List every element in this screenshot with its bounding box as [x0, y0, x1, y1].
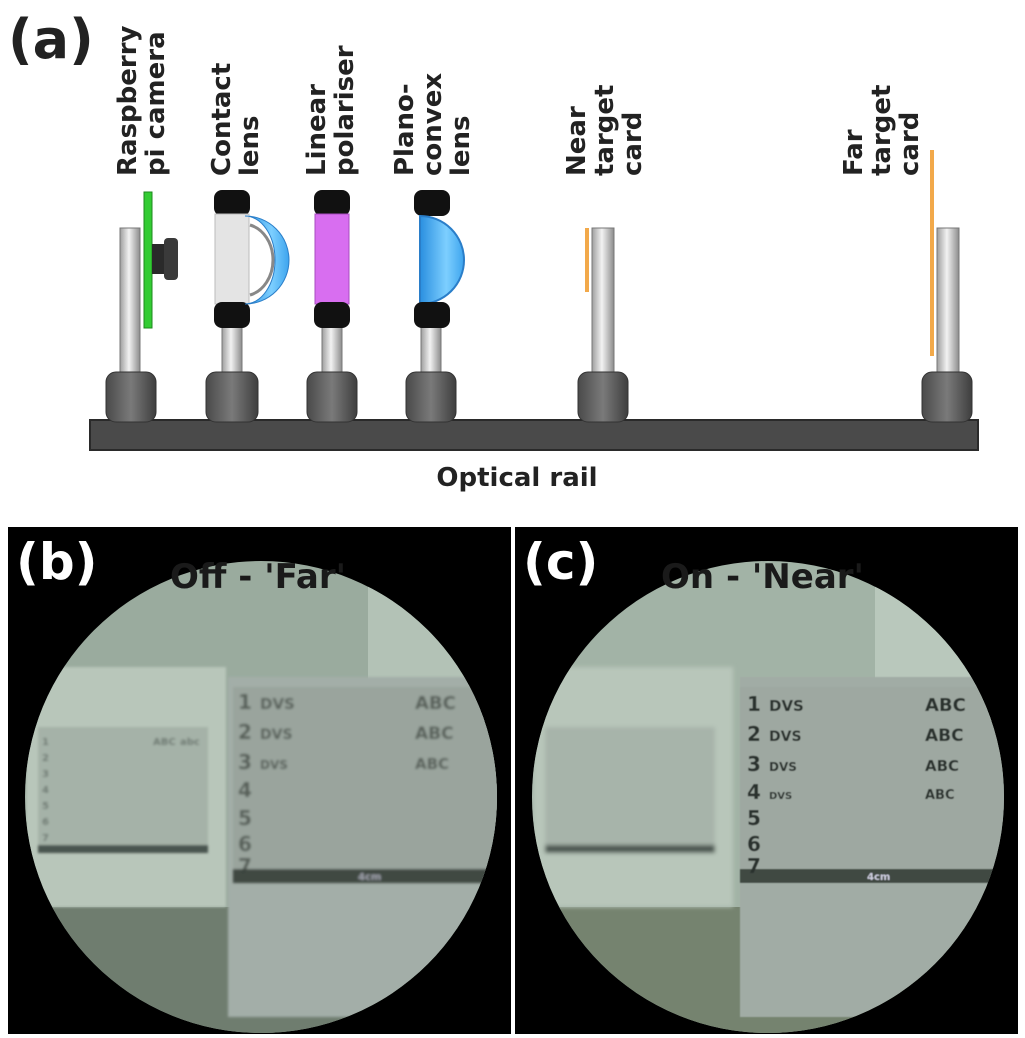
- far-card-row-7: 7: [42, 833, 49, 844]
- sharp-card-row-2: 2: [747, 722, 761, 746]
- label-camera-line1: Raspberry: [113, 25, 143, 176]
- optical-rail: [89, 419, 979, 451]
- near-card-dvs-3: DVS: [260, 758, 288, 772]
- sharp-card-row-6: 6: [747, 832, 761, 856]
- far-card-lower-1: abc: [180, 737, 200, 748]
- near-card-abc-3: ABC: [415, 755, 449, 773]
- label-far-line1: Far: [839, 129, 869, 176]
- near-card-row-1: 1: [238, 690, 252, 714]
- far-card-row-1: 1: [42, 737, 49, 748]
- near-card-dvs-1: DVS: [260, 695, 295, 713]
- near-card-scale: 4cm: [358, 872, 381, 883]
- near-card-row-6: 6: [238, 832, 252, 856]
- label-polariser-line1: Linear: [302, 84, 332, 176]
- post-near-card: [577, 227, 629, 423]
- optical-setup-diagram: (a) Raspberry pi camera Contact lens Lin…: [8, 8, 979, 493]
- far-card-abc-1: ABC: [153, 737, 176, 748]
- contact-lens-holder: [214, 190, 290, 328]
- near-card-dvs-2: DVS: [260, 727, 293, 743]
- sharp-card-scale: 4cm: [867, 872, 890, 883]
- sharp-card-abc-1: ABC: [925, 695, 966, 716]
- label-far-line3: card: [895, 112, 925, 176]
- label-near-line3: card: [618, 112, 648, 176]
- label-camera-line2: pi camera: [141, 31, 171, 176]
- sharp-card-dvs-4: DVS: [769, 791, 792, 802]
- label-planoconvex-line3: lens: [446, 115, 476, 176]
- near-card-row-3: 3: [238, 750, 252, 774]
- label-contact-line1: Contact: [207, 63, 237, 176]
- photo-b-scene: 1 2 3 4 5 6 7 ABC abc 1 DVS ABC 2 DVS AB…: [25, 561, 497, 1033]
- post-camera: [105, 227, 157, 423]
- near-card-abc-2: ABC: [415, 724, 454, 744]
- sharp-card-abc-3: ABC: [925, 757, 959, 775]
- label-far-line2: target: [867, 85, 897, 176]
- near-card-row-2: 2: [238, 720, 252, 744]
- label-polariser-line2: polariser: [330, 45, 360, 176]
- near-card-row-7: 7: [238, 854, 252, 878]
- label-contact-line2: lens: [235, 115, 265, 176]
- sharp-card-dvs-2: DVS: [769, 729, 802, 745]
- far-card-row-2: 2: [42, 753, 49, 764]
- sharp-card-abc-2: ABC: [925, 726, 964, 746]
- label-near-line1: Near: [562, 106, 592, 176]
- linear-polariser-holder: [314, 190, 350, 328]
- post-contact-lens: [205, 324, 259, 423]
- photo-c-scene: 1 DVS ABC 2 DVS ABC 3 DVS ABC 4 DVS ABC …: [532, 561, 1004, 1033]
- post-polariser: [306, 324, 358, 423]
- far-card-row-6: 6: [42, 817, 49, 828]
- sharp-card-row-1: 1: [747, 692, 761, 716]
- sharp-card-row-3: 3: [747, 752, 761, 776]
- far-card-row-3: 3: [42, 769, 49, 780]
- photo-panel-b: 1 2 3 4 5 6 7 ABC abc 1 DVS ABC 2 DVS AB…: [8, 527, 511, 1034]
- far-target-card: [930, 150, 934, 356]
- sharp-card-row-4: 4: [747, 780, 761, 804]
- near-card-row-4: 4: [238, 778, 252, 802]
- planoconvex-lens-holder: [414, 190, 465, 328]
- panel-a-tag: (a): [8, 8, 94, 71]
- near-target-card: [585, 228, 589, 292]
- label-near-line2: target: [590, 85, 620, 176]
- post-far-card: [921, 227, 973, 423]
- sharp-card-row-5: 5: [747, 806, 761, 830]
- far-card-row-5: 5: [42, 801, 49, 812]
- label-planoconvex-line2: convex: [418, 73, 448, 176]
- panel-b-title: Off - 'Far': [170, 557, 346, 597]
- label-planoconvex-line1: Plano-: [390, 83, 420, 176]
- sharp-card-row-7: 7: [747, 854, 761, 878]
- panel-c-title: On - 'Near': [661, 557, 864, 597]
- sharp-card-abc-4: ABC: [925, 788, 955, 803]
- photo-panel-c: 1 DVS ABC 2 DVS ABC 3 DVS ABC 4 DVS ABC …: [515, 527, 1018, 1034]
- far-card-row-4: 4: [42, 785, 49, 796]
- post-planoconvex: [405, 324, 457, 423]
- panel-b-tag: (b): [16, 533, 98, 591]
- near-card-row-5: 5: [238, 806, 252, 830]
- raspberry-pi-camera: [143, 191, 178, 329]
- sharp-card-dvs-1: DVS: [769, 697, 804, 715]
- sharp-card-dvs-3: DVS: [769, 760, 797, 774]
- rail-label: Optical rail: [436, 463, 597, 493]
- near-card-abc-1: ABC: [415, 693, 456, 714]
- panel-c-tag: (c): [523, 533, 599, 591]
